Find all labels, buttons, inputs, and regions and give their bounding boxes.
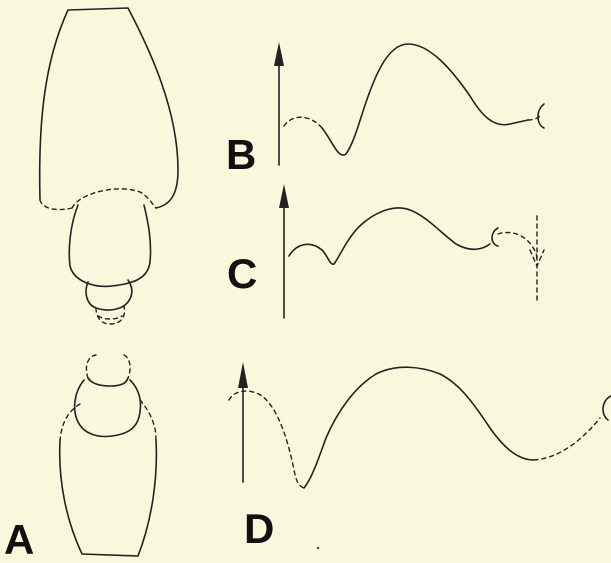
panel-d-profile <box>229 362 611 488</box>
panel-label-a: A <box>4 519 34 561</box>
dorsal-top-segment-dashed-left <box>40 200 72 210</box>
ventral-small-segment <box>88 378 128 386</box>
panel-d-curve <box>304 367 534 488</box>
panel-b-curve <box>322 44 528 155</box>
panel-label-d: D <box>244 508 274 550</box>
panel-a-ventral-outline <box>60 355 157 556</box>
panel-c-profile <box>279 184 544 318</box>
panel-b-profile <box>274 42 544 165</box>
panel-label-c: C <box>227 253 257 295</box>
panel-b-end-hook <box>538 104 544 128</box>
panel-c-dashed-end <box>498 233 537 263</box>
dorsal-middle-segment <box>69 205 150 286</box>
dorsal-tip-dashed-2 <box>98 316 122 319</box>
stray-dot <box>317 547 319 549</box>
panel-label-b: B <box>226 134 256 176</box>
ventral-tip-dashed <box>86 355 130 378</box>
ventral-large-segment-solid <box>60 440 157 556</box>
panel-a-dorsal-outline <box>40 8 178 324</box>
panel-b-dashed-start <box>284 117 322 128</box>
panel-d-dashed-start <box>229 391 304 488</box>
panel-d-end-hook <box>603 396 611 420</box>
panel-c-end-hook-1 <box>492 228 498 246</box>
panel-c-curve <box>289 208 490 264</box>
panel-c-arrowhead <box>279 184 289 208</box>
ventral-large-segment-dashed-right <box>140 400 156 440</box>
ventral-large-segment-dashed-left <box>60 404 80 440</box>
panel-b-arrowhead <box>274 42 284 66</box>
panel-d-dashed-end <box>534 418 600 460</box>
ventral-middle-segment <box>75 380 141 436</box>
panel-d-arrowhead <box>238 362 248 388</box>
dorsal-top-segment-solid <box>40 8 178 208</box>
